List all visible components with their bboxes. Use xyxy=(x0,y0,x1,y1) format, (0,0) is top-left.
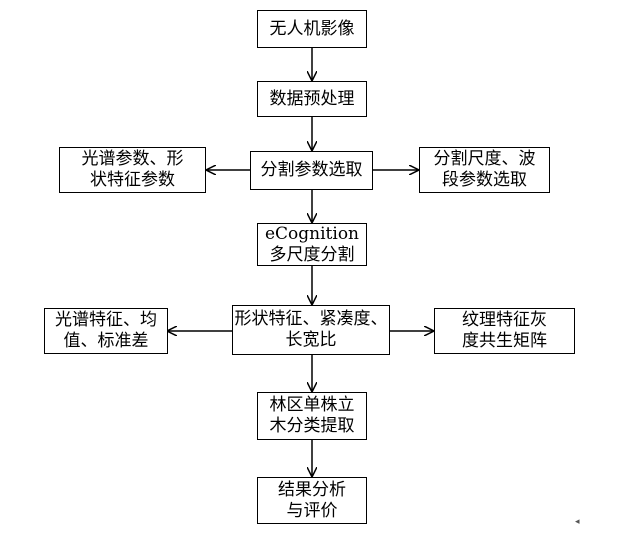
ecognition-line2: 多尺度分割 xyxy=(269,244,355,265)
spectral-shape-params-line2: 状特征参数 xyxy=(90,170,175,190)
spectral-shape-params-box: 光谱参数、形 状特征参数 xyxy=(59,147,206,193)
ecognition-line1: eCognition xyxy=(264,223,360,244)
preprocess-box: 数据预处理 xyxy=(257,81,367,117)
shape-features-line1: 形状特征、紧凑度、 xyxy=(234,309,388,329)
scale-band-params-line2: 段参数选取 xyxy=(442,170,527,190)
spectral-shape-params-line1: 光谱参数、形 xyxy=(81,149,184,169)
seg-params-box: 分割参数选取 xyxy=(250,151,373,190)
ecognition-box: eCognition 多尺度分割 xyxy=(257,223,367,266)
result-eval-line1: 结果分析 xyxy=(278,479,346,500)
result-eval-line2: 与评价 xyxy=(286,500,338,521)
tree-extraction-line1: 林区单株立 xyxy=(269,395,355,415)
seg-params-label: 分割参数选取 xyxy=(260,160,363,180)
tree-extraction-line2: 木分类提取 xyxy=(269,416,355,436)
corner-mark: ◂ xyxy=(575,517,580,527)
spectral-features-line2: 值、标准差 xyxy=(63,331,149,351)
spectral-features-box: 光谱特征、均 值、标准差 xyxy=(44,308,168,354)
texture-features-line2: 度共生矩阵 xyxy=(462,331,547,351)
texture-features-box: 纹理特征灰 度共生矩阵 xyxy=(434,308,575,354)
scale-band-params-line1: 分割尺度、波 xyxy=(433,149,536,169)
preprocess-label: 数据预处理 xyxy=(269,88,355,109)
texture-features-line1: 纹理特征灰 xyxy=(462,310,547,330)
tree-extraction-box: 林区单株立 木分类提取 xyxy=(257,392,367,440)
result-eval-box: 结果分析 与评价 xyxy=(257,477,367,524)
uav-image-box: 无人机影像 xyxy=(257,10,367,48)
spectral-features-line1: 光谱特征、均 xyxy=(55,310,157,330)
scale-band-params-box: 分割尺度、波 段参数选取 xyxy=(419,147,550,193)
uav-image-label: 无人机影像 xyxy=(269,18,355,39)
shape-features-box: 形状特征、紧凑度、 长宽比 xyxy=(232,305,390,355)
shape-features-line2: 长宽比 xyxy=(285,330,337,350)
